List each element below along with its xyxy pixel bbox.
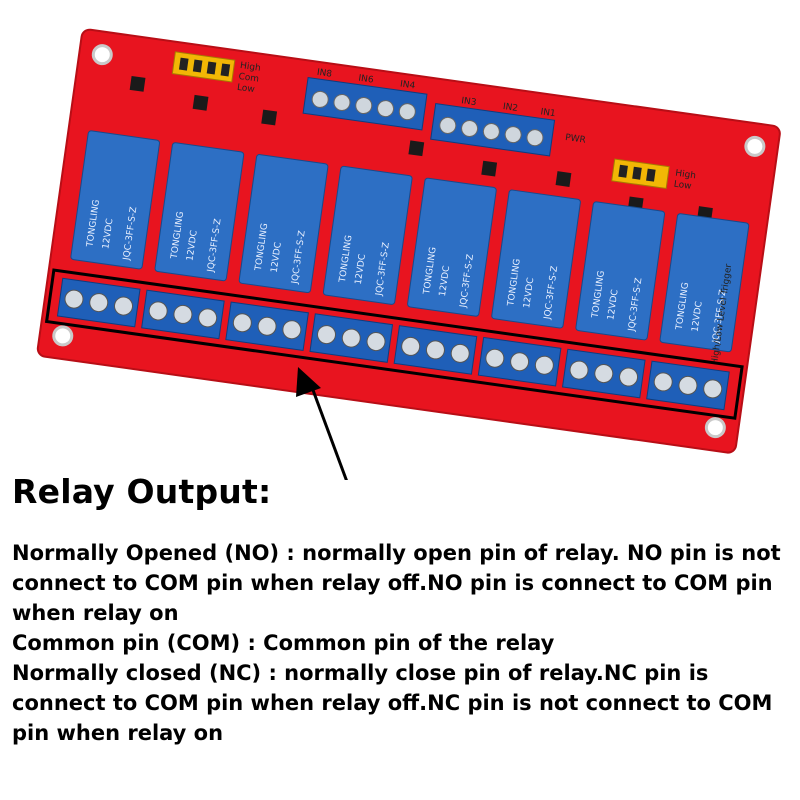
terminal-screw [678, 375, 698, 395]
com-pin-description: Common pin (COM) : Common pin of the rel… [12, 631, 555, 655]
relay-voltage: 12VDC [270, 242, 284, 274]
terminal-screw [425, 340, 445, 360]
relay-voltage: 12VDC [354, 253, 368, 285]
mounting-hole [52, 325, 74, 347]
terminal-screw [148, 301, 168, 321]
jumper-label-low: Low [236, 83, 255, 95]
relay-voltage: 12VDC [522, 277, 536, 309]
terminal-screw [594, 364, 614, 384]
output-terminal-row [56, 277, 730, 411]
jumper-label-low-right: Low [673, 180, 692, 192]
output-terminal [646, 360, 730, 411]
section-heading: Relay Output: [12, 472, 272, 511]
relay-board: High Com Low High Low PWR [36, 28, 781, 454]
terminal-screw [653, 372, 673, 392]
input-terminal-block: IN8 IN6 IN4 IN3 IN2 IN1 [302, 68, 556, 157]
output-highlight-box [44, 268, 744, 420]
terminal-screw [703, 379, 723, 399]
power-label: PWR [565, 133, 587, 146]
output-terminal [309, 313, 394, 363]
terminal-screw [173, 304, 193, 324]
jumper-label-high-right: High [675, 169, 697, 182]
jumper-label-com: Com [238, 72, 260, 85]
terminal-screw [89, 293, 109, 313]
relay-voltage: 12VDC [185, 230, 199, 262]
terminal-screw [534, 355, 554, 375]
input-label: IN3 [461, 96, 477, 108]
nc-pin-description: Normally closed (NC) : normally close pi… [12, 661, 773, 745]
terminal-screw [485, 348, 505, 368]
terminal-screw [341, 328, 361, 348]
mounting-hole [91, 44, 113, 66]
relay-voltage: 12VDC [101, 218, 115, 250]
pointer-arrow [296, 367, 348, 480]
terminal-screw [366, 332, 386, 352]
relay-voltage: 12VDC [606, 289, 620, 321]
relay-voltage: 12VDC [438, 265, 452, 297]
relay-voltage: 12VDC [691, 301, 705, 333]
jumper-label-high: High [239, 61, 261, 74]
output-terminal [141, 289, 225, 340]
output-terminal [561, 348, 646, 399]
jumper-header-left: High Com Low [171, 51, 261, 95]
terminal-screw [257, 316, 277, 336]
terminal-screw [232, 313, 252, 333]
input-label: IN4 [399, 79, 416, 91]
terminal-screw [282, 320, 302, 340]
input-label: IN2 [502, 102, 518, 114]
terminal-screw [510, 352, 530, 372]
description-block: Normally Opened (NO) : normally open pin… [12, 538, 797, 748]
terminal-screw [569, 360, 589, 380]
terminal-screw [450, 343, 470, 363]
input-label: IN1 [540, 107, 556, 119]
output-terminal [477, 336, 562, 387]
terminal-screw [619, 367, 639, 387]
terminal-screw [401, 336, 421, 356]
mounting-hole [704, 417, 726, 439]
input-label: IN8 [316, 68, 333, 80]
output-terminal [225, 301, 309, 352]
input-label: IN6 [358, 74, 375, 86]
terminal-screw [64, 289, 84, 309]
output-terminal [56, 277, 141, 328]
terminal-screw [317, 325, 337, 345]
relay-board-diagram: High Com Low High Low PWR [36, 28, 781, 480]
output-terminal [393, 325, 478, 375]
terminal-screw [198, 308, 218, 328]
terminal-screw [114, 296, 134, 316]
mounting-hole [744, 135, 766, 157]
jumper-header-right: High Low PWR [565, 133, 697, 192]
no-pin-description: Normally Opened (NO) : normally open pin… [12, 541, 781, 625]
